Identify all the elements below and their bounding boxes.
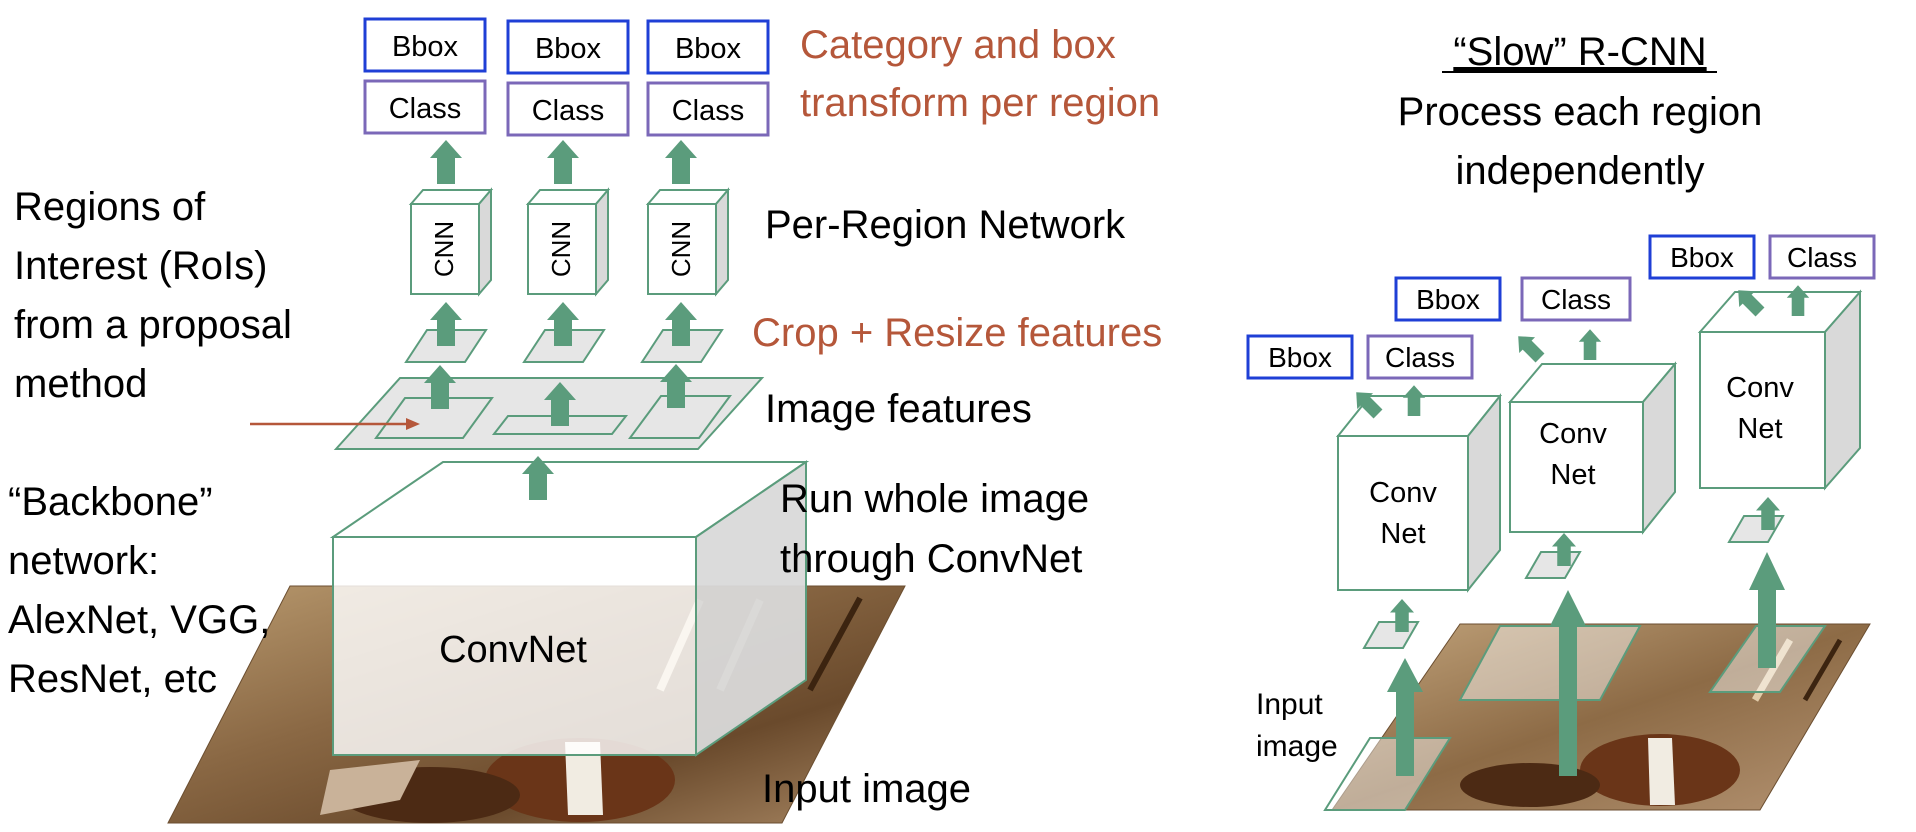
rois-label-line1: Regions of <box>14 185 206 229</box>
bbox-label-1: Bbox <box>392 31 459 63</box>
image-features-label: Image features <box>765 387 1032 431</box>
right-bbox-label-1: Bbox <box>1268 342 1332 373</box>
run-label-line1: Run whole image <box>780 477 1089 521</box>
class-label-1: Class <box>389 93 462 125</box>
backbone-text-line1: “Backbone” <box>8 480 213 524</box>
backbone-convnet-box: ConvNet <box>329 460 810 757</box>
right-convnet-box-2: Conv Net <box>1507 361 1678 535</box>
right-crop-plane-1 <box>1362 621 1420 649</box>
right-net-label-1a: Conv <box>1369 477 1437 509</box>
right-net-label-2b: Net <box>1550 459 1595 491</box>
right-arrow-net-to-class-2 <box>1578 329 1602 360</box>
image-features-plane <box>333 377 765 450</box>
category-label-line1: Category and box <box>800 23 1116 67</box>
class-label-3: Class <box>672 95 745 127</box>
bbox-box-1 <box>363 17 487 73</box>
right-arrow-region-to-crop-1 <box>1387 658 1423 776</box>
rois-label-line3: from a proposal <box>14 303 292 347</box>
backbone-text-line2: network: <box>8 539 159 583</box>
right-class-label-2: Class <box>1541 284 1611 315</box>
right-class-label-3: Class <box>1787 242 1857 273</box>
right-bbox-box-2 <box>1394 276 1502 322</box>
rois-label-line4: method <box>14 362 147 406</box>
class-box-1 <box>363 79 487 135</box>
cnn-box-1: CNN <box>408 187 494 297</box>
bbox-box-2 <box>506 19 630 75</box>
region-overlay-1 <box>1323 737 1452 811</box>
crop-plane-3 <box>640 329 724 363</box>
right-bbox-box-1 <box>1246 334 1354 380</box>
head-1: Bbox Class <box>363 17 487 135</box>
right-crop-plane-3 <box>1727 515 1785 543</box>
head-3: Bbox Class <box>646 19 770 137</box>
crop-resize-label: Crop + Resize features <box>752 311 1162 355</box>
backbone-text-line4: ResNet, etc <box>8 657 217 701</box>
right-outputs-2: Bbox Class <box>1394 276 1632 322</box>
bbox-box-3 <box>646 19 770 75</box>
right-outputs-1: Bbox Class <box>1246 334 1474 380</box>
backbone-text-line3: AlexNet, VGG, <box>8 598 270 642</box>
class-label-2: Class <box>532 95 605 127</box>
right-arrow-region-to-crop-3 <box>1749 552 1785 668</box>
cnn-box-3: CNN <box>645 187 731 297</box>
right-bbox-label-2: Bbox <box>1416 284 1480 315</box>
cnn-label-3: CNN <box>666 221 696 277</box>
class-box-3 <box>646 81 770 137</box>
crop-plane-1 <box>404 329 488 363</box>
cnn-label-1: CNN <box>429 221 459 277</box>
roi-pointer-arrow <box>250 418 420 430</box>
cnn-box-2: CNN <box>525 187 611 297</box>
right-bbox-label-3: Bbox <box>1670 242 1734 273</box>
subtitle-line2: independently <box>1455 149 1704 193</box>
right-arrow-region-to-crop-2 <box>1550 590 1586 776</box>
right-input-label-line2: image <box>1256 730 1338 763</box>
right-net-label-1b: Net <box>1380 518 1425 550</box>
crop-plane-2 <box>522 329 606 363</box>
right-class-label-1: Class <box>1385 342 1455 373</box>
arrow-cnn-to-class-3 <box>665 140 697 184</box>
right-class-box-1 <box>1366 334 1474 380</box>
run-label-line2: through ConvNet <box>780 537 1082 581</box>
cnn-label-2: CNN <box>546 221 576 277</box>
right-class-box-3 <box>1768 234 1876 280</box>
class-box-2 <box>506 81 630 137</box>
input-image-label: Input image <box>762 767 971 811</box>
right-convnet-box-1: Conv Net <box>1335 393 1503 593</box>
per-region-label: Per-Region Network <box>765 203 1126 247</box>
right-net-label-3b: Net <box>1737 413 1782 445</box>
slow-rcnn-title: “Slow” R-CNN <box>1453 30 1706 74</box>
right-convnet-box-3: Conv Net <box>1697 289 1863 491</box>
right-net-label-2a: Conv <box>1539 418 1607 450</box>
bbox-label-3: Bbox <box>675 33 742 65</box>
subtitle-line1: Process each region <box>1398 90 1763 134</box>
right-bbox-box-3 <box>1648 234 1756 280</box>
right-outputs-3: Bbox Class <box>1648 234 1876 280</box>
right-diagram: “Slow” R-CNN Process each region indepen… <box>1246 30 1876 811</box>
head-2: Bbox Class <box>506 19 630 137</box>
right-arrow-net-to-bbox-2 <box>1510 328 1548 366</box>
right-input-label-line1: Input <box>1256 688 1323 721</box>
arrow-cnn-to-class-2 <box>547 140 579 184</box>
bbox-label-2: Bbox <box>535 33 602 65</box>
right-crop-plane-2 <box>1524 551 1582 579</box>
backbone-label: ConvNet <box>439 629 587 671</box>
right-class-box-2 <box>1520 276 1632 322</box>
rois-label-line2: Interest (RoIs) <box>14 244 267 288</box>
category-label-line2: transform per region <box>800 81 1160 125</box>
right-net-label-3a: Conv <box>1726 372 1794 404</box>
region-overlay-2 <box>1458 625 1642 701</box>
arrow-cnn-to-class-1 <box>430 140 462 184</box>
left-diagram: ConvNet <box>8 17 1162 824</box>
